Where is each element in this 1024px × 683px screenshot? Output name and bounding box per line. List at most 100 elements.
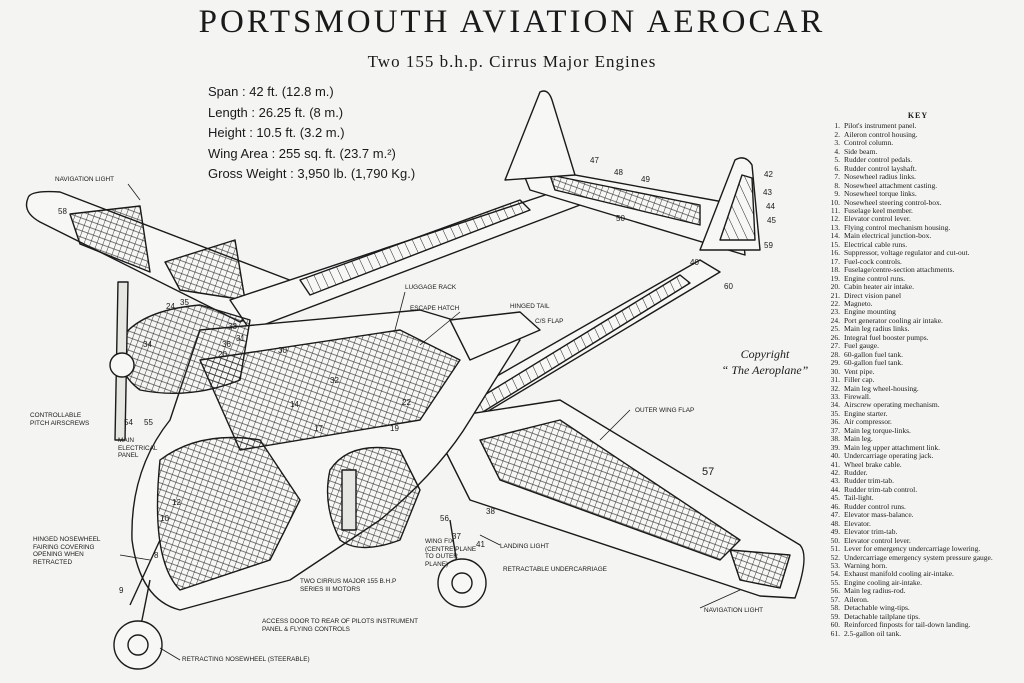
key-item-text: Engine starter. [844,408,888,418]
key-item: 46.Rudder control runs. [818,502,1018,511]
key-item-number: 57. [830,594,840,604]
callout-number: 60 [724,282,733,291]
key-item-text: Rudder control pedals. [844,155,913,165]
key-item-number: 5. [834,155,840,165]
key-item: 23.Engine mounting [818,307,1018,317]
callout-number: 14 [290,400,299,409]
key-item-text: Pilot's instrument panel. [844,121,917,131]
callout-number: 45 [767,216,776,225]
page-title: PORTSMOUTH AVIATION AEROCAR [198,4,826,40]
key-item-text: Electrical cable runs. [844,239,908,249]
key-item-text: Nosewheel torque links. [844,189,917,199]
callout-number: 8 [154,551,159,560]
main-wheel [437,558,487,608]
key-item-number: 54. [830,569,840,579]
key-item-number: 33. [830,391,840,401]
key-item: 31.Filler cap. [818,375,1018,384]
key-item-text: Main leg. [844,434,873,444]
key-item-text: Port generator cooling air intake. [844,315,943,325]
key-item: 50.Elevator control lever. [818,535,1018,545]
key-item-number: 22. [830,298,840,308]
callout-number: 10 [160,514,169,523]
key-item: 59.Detachable tailplane tips. [818,611,1018,621]
key-item-text: Magneto. [844,298,873,308]
label-cs-flap: C/S FLAP [535,318,564,325]
callout-number: 38 [486,507,495,516]
callout-number: 36 [222,340,231,349]
key-item-number: 1. [834,121,840,131]
key-item-text: Engine control runs. [844,273,906,283]
key-item: 22. Magneto. [818,298,1018,308]
key-item: 21.Direct vision panel [818,291,1018,300]
label-escape-hatch: ESCAPE HATCH [410,305,460,312]
key-item-number: 59. [830,611,840,621]
key-item: 44.Rudder trim-tab control. [818,485,1018,494]
key-item: 39.Main leg upper attachment link. [818,443,1018,452]
key-item-number: 7. [834,172,840,182]
key-item-number: 60. [830,620,840,630]
label-landing-light: LANDING LIGHT [500,543,550,550]
key-item-number: 50. [830,535,840,545]
key-item-text: Flying control mechanism housing. [844,222,951,232]
key-item: 16.Suppressor, voltage regulator and cut… [818,248,1018,257]
label-outer-wing-flap: OUTER WING FLAP [635,407,695,414]
callout-number: 43 [763,188,772,197]
label-controllable-pitch-airscrews: CONTROLLABLE PITCH AIRSCREWS [30,412,90,427]
key-item: 42.Rudder. [818,468,1018,477]
key-item: 57.Aileron. [818,594,1018,604]
key-item-number: 13. [830,222,840,232]
key-item-number: 36. [830,417,840,427]
key-item-number: 3. [834,138,840,148]
callout-number: 35 [180,298,189,307]
label-access-door: ACCESS DOOR TO REAR OF PILOTS INSTRUMENT… [262,618,418,633]
key-item: 10.Nosewheel steering control-box. [818,198,1018,207]
copyright-line-2: “ The Aeroplane” [721,363,809,377]
label-retracting-nosewheel: RETRACTING NOSEWHEEL (STEERABLE) [182,656,310,663]
key-item-number: 14. [830,231,840,241]
callout-number: 30 [278,346,287,355]
key-item-number: 43. [830,476,840,486]
spec-wing-area: Wing Area : 255 sq. ft. (23.7 m.²) [208,145,396,161]
key-item: 61.2.5-gallon oil tank. [818,629,1018,638]
page-subtitle: Two 155 b.h.p. Cirrus Major Engines [367,52,657,71]
key-item-number: 15. [830,239,840,249]
key-list: 1.Pilot's instrument panel.2.Aileron con… [818,121,1018,638]
key-item: 26.Integral fuel booster pumps. [818,332,1018,342]
key-item-number: 9. [834,189,840,199]
callout-number: 32 [330,376,339,385]
key-item: 3.Control column. [818,138,1018,148]
key-item-text: Engine mounting [844,307,896,317]
key-item-text: Integral fuel booster pumps. [844,332,929,342]
key-item: 60.Reinforced finposts for tail-down lan… [818,620,1018,630]
key-item: 30.Vent pipe. [818,367,1018,376]
key-item: 9. Nosewheel torque links. [818,189,1018,199]
key-item-text: Undercarriage emergency system pressure … [844,552,993,562]
key-item: 51.Lever for emergency undercarriage low… [818,544,1018,553]
key-item-text: Fuselage keel member. [844,205,913,215]
key-item-text: Main electrical junction-box. [844,231,932,241]
key-item: 19.Engine control runs. [818,273,1018,283]
callout-number: 17 [314,424,323,433]
key-item-text: Wheel brake cable. [844,459,902,469]
key-item-number: 18. [830,265,840,275]
key-item-number: 32. [830,383,840,393]
key-item: 8.Nosewheel attachment casting. [818,181,1018,190]
key-item-text: Rudder control layshaft. [844,163,917,173]
key-item: 11.Fuselage keel member. [818,205,1018,215]
key-item-text: Side beam. [844,146,878,156]
key-item-text: Main leg wheel-housing. [844,383,919,393]
label-main-electrical-panel: MAIN ELECTRICAL PANEL [118,437,158,459]
spec-length: Length : 26.25 ft. (8 m.) [208,104,344,120]
key-item-text: Main leg torque-links. [844,425,911,435]
key-title: KEY [907,111,929,120]
label-navigation-light-right: NAVIGATION LIGHT [704,607,764,614]
key-item: 48.Elevator. [818,519,1018,528]
key-item: 32. Main leg wheel-housing. [818,383,1018,393]
key-item: 29.60-gallon fuel tank. [818,358,1018,367]
key-item: 41.Wheel brake cable. [818,459,1018,469]
key-item: 36.Air compressor. [818,417,1018,427]
callout-number: 56 [440,514,449,523]
callout-number: 59 [764,241,773,250]
key-item: 55.Engine cooling air-intake. [818,578,1018,587]
key-item: 40.Undercarriage operating jack. [818,451,1018,460]
